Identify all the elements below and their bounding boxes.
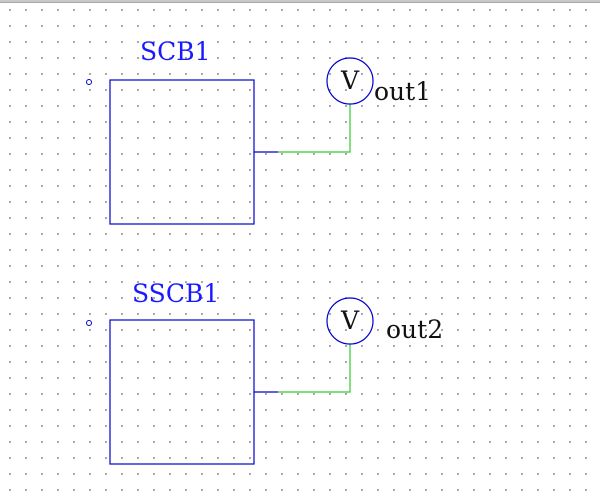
voltmeter-symbol: V [340, 66, 360, 95]
voltmeter-symbol: V [340, 306, 360, 335]
voltmeter-icon[interactable] [326, 57, 374, 105]
block-body[interactable] [109, 319, 255, 465]
voltmeter-icon[interactable] [326, 297, 374, 345]
block-anchor-point[interactable] [86, 320, 92, 326]
probe-label-out1: out1 [374, 77, 431, 106]
block-body[interactable] [109, 79, 255, 225]
voltmeter-probe-out1[interactable]: V out1 [326, 57, 431, 106]
block-scb1[interactable]: SCB1 [86, 37, 279, 225]
wire-out1[interactable] [278, 104, 351, 153]
wire-out2[interactable] [278, 344, 351, 393]
canvas-top-border [0, 0, 600, 3]
probe-label-out2: out2 [386, 315, 443, 344]
block-label-scb1: SCB1 [140, 37, 211, 66]
voltmeter-probe-out2[interactable]: V out2 [326, 297, 443, 345]
block-anchor-point[interactable] [86, 79, 92, 85]
block-sscb1[interactable]: SSCB1 [86, 279, 279, 465]
block-label-sscb1: SSCB1 [132, 279, 219, 308]
